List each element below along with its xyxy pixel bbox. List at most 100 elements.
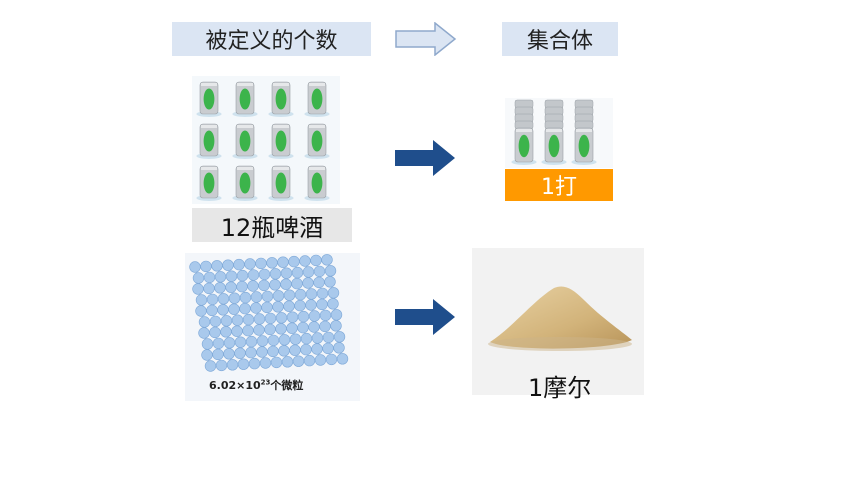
aggregate-label: 集合体 xyxy=(502,22,618,56)
particle-sphere-icon xyxy=(308,321,320,333)
particle-sphere-icon xyxy=(278,345,290,357)
particle-sphere-icon xyxy=(294,288,307,301)
particle-sphere-icon xyxy=(239,302,251,315)
particle-sphere-icon xyxy=(270,356,283,369)
particle-sphere-icon xyxy=(244,258,256,270)
particle-sphere-icon xyxy=(253,313,266,325)
one-dozen-label: 1打 xyxy=(505,169,613,201)
beer-can-icon xyxy=(571,127,597,165)
particle-sphere-icon xyxy=(302,266,315,278)
particle-sphere-icon xyxy=(234,336,247,348)
particle-sphere-icon xyxy=(258,268,271,281)
particle-sphere-icon xyxy=(245,335,258,348)
particle-sphere-icon xyxy=(289,344,301,356)
particle-sphere-icon xyxy=(217,293,230,305)
particle-sphere-icon xyxy=(311,332,324,344)
defined-count-label: 被定义的个数 xyxy=(172,22,371,56)
beer-can-icon xyxy=(232,81,258,117)
particle-sphere-icon xyxy=(305,288,318,300)
particle-sphere-icon xyxy=(313,265,326,278)
beer-can-icon xyxy=(268,123,294,159)
beer-can-icon xyxy=(232,165,258,201)
particle-sphere-icon xyxy=(316,298,328,311)
particle-sphere-icon xyxy=(223,337,236,349)
particle-sphere-icon xyxy=(314,354,327,366)
particle-sphere-icon xyxy=(269,279,281,291)
particle-sphere-icon xyxy=(281,356,294,368)
particle-sphere-icon xyxy=(255,257,267,270)
particle-sphere-icon xyxy=(212,337,225,350)
beer-can-icon xyxy=(196,123,222,159)
particle-sphere-icon xyxy=(256,346,268,358)
particle-sphere-icon xyxy=(280,267,293,279)
particle-sphere-icon xyxy=(250,302,262,314)
particle-sphere-icon xyxy=(292,355,305,367)
particle-sphere-icon xyxy=(220,326,232,338)
particle-sphere-icon xyxy=(333,331,346,343)
particle-sphere-icon xyxy=(236,269,249,282)
beer-cans-image xyxy=(192,76,340,204)
particle-sphere-icon xyxy=(192,272,205,284)
beer-can-icon xyxy=(511,127,537,165)
right-arrow-icon xyxy=(395,299,455,335)
beer-can-icon xyxy=(304,123,330,159)
hollow-arrow-icon xyxy=(395,22,457,56)
particle-sphere-icon xyxy=(231,314,244,326)
sand-pile-image xyxy=(472,248,644,395)
particle-sphere-icon xyxy=(267,345,279,358)
particle-sphere-icon xyxy=(204,360,217,372)
right-arrow-icon xyxy=(395,140,455,176)
particle-sphere-icon xyxy=(313,276,325,289)
particle-sphere-icon xyxy=(300,332,313,345)
particle-sphere-icon xyxy=(261,290,274,303)
particle-sphere-icon xyxy=(319,309,332,322)
particle-sphere-icon xyxy=(248,357,261,370)
particle-sphere-icon xyxy=(327,287,340,299)
particle-sphere-icon xyxy=(256,335,269,347)
particle-sphere-icon xyxy=(333,342,345,354)
particle-sphere-icon xyxy=(223,348,235,360)
particle-sphere-icon xyxy=(226,359,239,371)
particle-sphere-icon xyxy=(299,255,311,267)
particle-sphere-icon xyxy=(275,323,287,335)
particle-sphere-icon xyxy=(310,254,322,267)
particle-cube-image xyxy=(185,253,360,401)
particle-sphere-icon xyxy=(258,279,270,292)
particle-sphere-icon xyxy=(201,338,214,350)
particle-sphere-icon xyxy=(217,304,229,316)
particle-sphere-icon xyxy=(325,353,338,366)
particle-sphere-icon xyxy=(286,311,299,323)
particle-sphere-icon xyxy=(253,324,265,336)
particle-sphere-icon xyxy=(215,359,228,372)
beer-can-icon xyxy=(268,165,294,201)
beer-can-icon xyxy=(304,165,330,201)
particle-sphere-icon xyxy=(297,321,309,334)
particle-sphere-icon xyxy=(322,331,335,344)
particle-sphere-icon xyxy=(209,315,222,328)
particle-sphere-icon xyxy=(247,269,260,281)
particle-sphere-icon xyxy=(319,320,331,333)
particle-sphere-icon xyxy=(266,257,278,269)
particle-sphere-icon xyxy=(214,282,226,294)
particle-sphere-icon xyxy=(233,258,245,271)
particle-sphere-icon xyxy=(321,254,333,266)
particle-sphere-icon xyxy=(302,277,314,289)
particle-sphere-icon xyxy=(225,270,238,282)
particle-sphere-icon xyxy=(330,309,343,321)
particle-sphere-icon xyxy=(200,260,212,273)
particle-sphere-icon xyxy=(211,260,223,272)
particle-sphere-icon xyxy=(234,347,246,359)
particle-sphere-icon xyxy=(327,298,339,310)
particle-sphere-icon xyxy=(203,282,215,295)
particle-sphere-icon xyxy=(259,357,272,369)
particle-sphere-icon xyxy=(228,303,240,315)
beer-can-icon xyxy=(232,123,258,159)
twelve-beers-caption: 12瓶啤酒 xyxy=(192,208,352,242)
particle-sphere-icon xyxy=(324,265,337,277)
beer-can-icon xyxy=(196,81,222,117)
particle-sphere-icon xyxy=(222,259,234,271)
particle-sphere-icon xyxy=(300,343,312,356)
particle-sphere-icon xyxy=(242,324,254,337)
particle-sphere-icon xyxy=(237,358,250,370)
particle-sphere-icon xyxy=(195,305,207,317)
